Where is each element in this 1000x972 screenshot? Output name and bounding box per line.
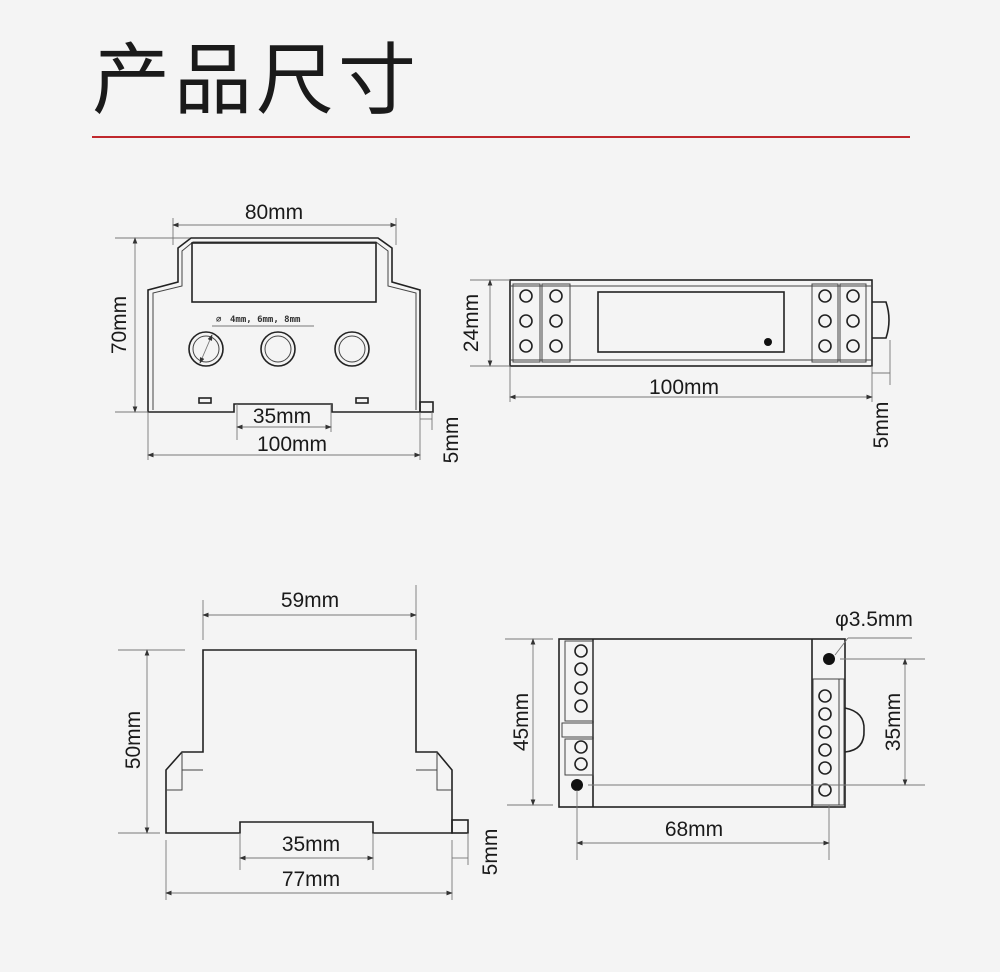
dim-68mm: 68mm [665, 818, 723, 841]
terminal-block-left [512, 283, 571, 363]
dim-59mm: 59mm [281, 589, 339, 612]
dim-80mm: 80mm [245, 201, 303, 224]
rail-clip [451, 819, 469, 834]
mounting-hole [571, 779, 583, 791]
dim-77mm: 77mm [282, 868, 340, 891]
dim-5mm: 5mm [479, 829, 502, 876]
terminal-block-right [812, 678, 845, 806]
dim-70mm: 70mm [108, 296, 131, 354]
front-view: ⌀ 4mm, 6mm, 8mm 80mm 70mm 35mm 100mm 5mm [108, 201, 463, 463]
title-divider [92, 136, 910, 138]
terminal-block-left [561, 640, 594, 776]
dim-5mm: 5mm [440, 417, 463, 464]
through-holes [188, 325, 370, 367]
diameter-symbol: ⌀ [216, 315, 222, 325]
bottom-outline [558, 638, 846, 808]
slot [198, 397, 212, 404]
dim-24mm: 24mm [460, 294, 483, 352]
slot [355, 397, 369, 404]
dim-100mm: 100mm [649, 376, 719, 399]
dim-35mm: 35mm [282, 833, 340, 856]
display-window [191, 242, 377, 303]
dim-hole-diameter: φ3.5mm [835, 608, 913, 631]
rail-clip [419, 401, 434, 413]
top-outline [509, 279, 873, 367]
dim-100mm: 100mm [257, 433, 327, 456]
side-view: 59mm 50mm 35mm 77mm 5mm [118, 585, 502, 900]
rail-clip [844, 707, 865, 753]
bottom-view: φ3.5mm 45mm 35mm 68mm [505, 608, 925, 860]
dim-35mm: 35mm [253, 405, 311, 428]
display-window [597, 291, 785, 353]
dim-5mm: 5mm [870, 402, 893, 449]
dim-50mm: 50mm [122, 711, 145, 769]
indicator-dot [764, 338, 772, 346]
front-outline [147, 237, 421, 413]
terminal-block-right [811, 283, 867, 363]
top-view: 24mm 100mm 5mm [460, 279, 893, 449]
dim-45mm: 45mm [510, 693, 533, 751]
mounting-hole [823, 653, 835, 665]
page-title: 产品尺寸 [92, 36, 421, 126]
dim-35mm: 35mm [882, 693, 905, 751]
rail-clip [872, 301, 890, 339]
side-outline [165, 649, 453, 834]
hole-spec-label: 4mm, 6mm, 8mm [230, 315, 301, 325]
